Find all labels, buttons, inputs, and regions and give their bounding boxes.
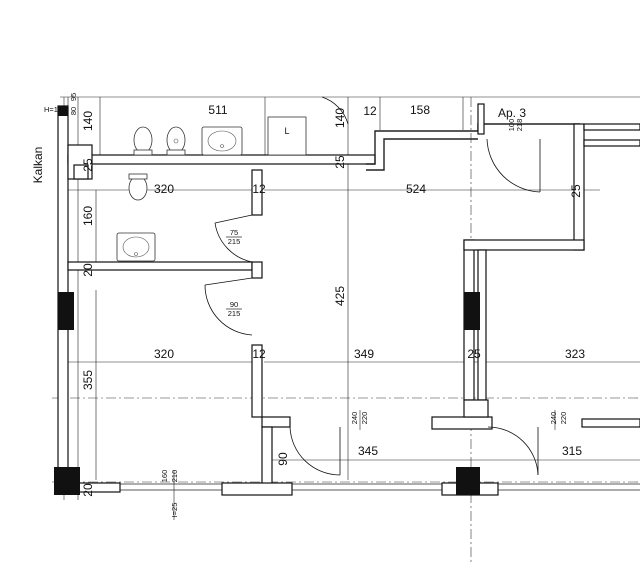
window-tag-2: 240 220 bbox=[549, 412, 568, 425]
dim-349: 349 bbox=[354, 347, 374, 361]
svg-text:160: 160 bbox=[160, 470, 169, 483]
svg-text:I=25: I=25 bbox=[170, 503, 179, 518]
door-swing-2 bbox=[204, 284, 253, 336]
door-tag-ap3: 100 218 bbox=[507, 119, 524, 132]
toilet-icon-1 bbox=[133, 126, 153, 156]
dim-12-b: 12 bbox=[252, 347, 266, 361]
top-dimensions: 140 511 140 12 158 H=140 80 95 bbox=[44, 93, 430, 131]
svg-text:215: 215 bbox=[228, 309, 241, 318]
window-tag-3: 160 210 bbox=[160, 470, 179, 483]
dim-160: 160 bbox=[81, 206, 95, 226]
door-swing-ap3 bbox=[486, 138, 541, 193]
dim-323: 323 bbox=[565, 347, 585, 361]
columns bbox=[54, 106, 480, 495]
door-tag-1: 75 215 bbox=[226, 228, 242, 246]
svg-text:215: 215 bbox=[228, 237, 241, 246]
svg-text:218: 218 bbox=[515, 119, 524, 132]
dim-511: 511 bbox=[208, 103, 227, 117]
dim-158: 158 bbox=[410, 103, 430, 117]
dim-25-b: 25 bbox=[333, 155, 347, 169]
label-floor-corner: L bbox=[284, 126, 289, 136]
labels: Kalkan Ap. 3 L bbox=[31, 106, 526, 183]
shower-tray-icon bbox=[267, 116, 307, 156]
dim-90: 90 bbox=[276, 452, 290, 466]
dim-25-a: 25 bbox=[81, 158, 95, 172]
dim-12-a: 12 bbox=[252, 182, 266, 196]
svg-text:220: 220 bbox=[559, 412, 568, 425]
dim-140-left: 140 bbox=[81, 111, 95, 131]
sink-icon-2 bbox=[116, 232, 156, 262]
walls bbox=[57, 103, 640, 496]
svg-text:240: 240 bbox=[549, 412, 558, 425]
dim-315: 315 bbox=[562, 444, 582, 458]
svg-text:75: 75 bbox=[230, 228, 238, 237]
dim-25-c: 25 bbox=[569, 184, 583, 198]
dim-12-top: 12 bbox=[363, 104, 377, 118]
dim-20-b: 20 bbox=[81, 483, 95, 497]
dim-320-top: 320 bbox=[154, 182, 174, 196]
door-swing-balcony-2 bbox=[487, 426, 539, 476]
svg-text:220: 220 bbox=[360, 412, 369, 425]
sink-icon-1 bbox=[201, 126, 243, 156]
svg-text:210: 210 bbox=[170, 470, 179, 483]
dim-320-bottom: 320 bbox=[154, 347, 174, 361]
room-dimensions: 25 25 25 320 12 524 160 20 425 320 12 34… bbox=[81, 155, 585, 497]
column-mid bbox=[464, 292, 480, 330]
bathroom-fixtures bbox=[116, 116, 307, 262]
sill-tag: I=25 bbox=[170, 503, 179, 518]
dim-140-mid: 140 bbox=[333, 108, 347, 128]
doors bbox=[204, 96, 541, 476]
bidet-icon bbox=[166, 126, 186, 156]
column-left bbox=[58, 292, 74, 330]
svg-text:100: 100 bbox=[507, 119, 516, 132]
dim-355: 355 bbox=[81, 370, 95, 390]
window-tag-1: 240 220 bbox=[350, 412, 369, 425]
dim-524: 524 bbox=[406, 182, 426, 196]
svg-text:90: 90 bbox=[230, 300, 238, 309]
column-bottom-mid bbox=[456, 467, 480, 495]
door-swing-balcony-1 bbox=[289, 426, 341, 476]
dim-345: 345 bbox=[358, 444, 378, 458]
label-kalkan: Kalkan bbox=[31, 147, 45, 184]
dim-95: 95 bbox=[69, 93, 78, 101]
toilet-icon-2 bbox=[128, 173, 148, 201]
door-swing-1 bbox=[214, 222, 253, 263]
svg-text:240: 240 bbox=[350, 412, 359, 425]
dim-h140: H=140 bbox=[44, 105, 66, 114]
dim-25-d: 25 bbox=[467, 347, 481, 361]
dim-80: 80 bbox=[69, 107, 78, 115]
door-window-tags: 75 215 90 215 100 218 240 220 240 220 16… bbox=[160, 119, 568, 518]
label-ap3: Ap. 3 bbox=[498, 106, 526, 120]
dim-20-a: 20 bbox=[81, 263, 95, 277]
column-bottom-left bbox=[54, 467, 80, 495]
dim-425: 425 bbox=[333, 286, 347, 306]
door-tag-2: 90 215 bbox=[226, 300, 242, 318]
